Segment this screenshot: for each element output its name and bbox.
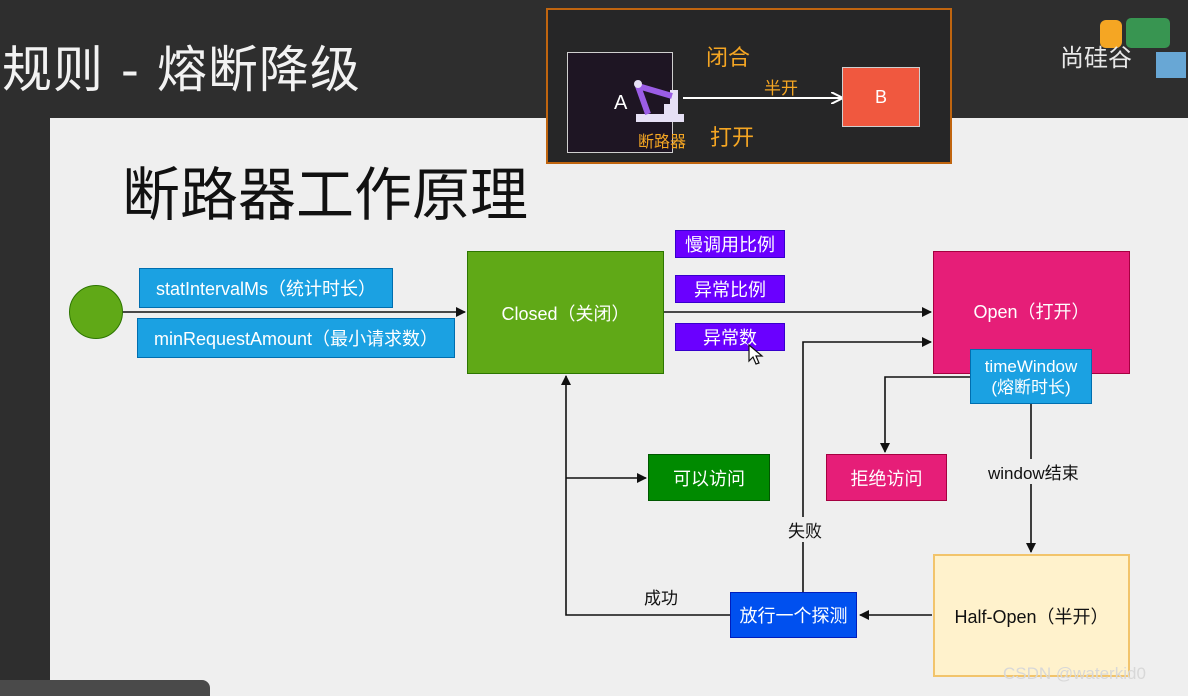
brand-name: 尚硅谷 <box>1060 44 1132 72</box>
reject-box: 拒绝访问 <box>826 454 947 501</box>
inset-node-b: B <box>842 67 920 127</box>
stat-interval-box: statIntervalMs（统计时长） <box>139 268 393 308</box>
page-title: 规则 - 熔断降级 <box>2 41 361 99</box>
allow-box: 可以访问 <box>648 454 770 501</box>
edge-open-reject <box>880 376 970 453</box>
edge-probe-closed <box>561 375 730 616</box>
edge-probe-open <box>802 337 932 592</box>
inset-label-open: 打开 <box>710 125 755 150</box>
inset-label-half-open: 半开 <box>764 79 798 98</box>
breaker-icon <box>632 70 688 130</box>
half-open-state: Half-Open（半开） <box>933 554 1130 677</box>
time-window-desc: (熔断时长) <box>991 377 1071 397</box>
slow-ratio-box: 慢调用比例 <box>675 230 785 258</box>
start-node <box>69 285 123 339</box>
inset-video-overlay: A 断路器 闭合 半开 打开 B <box>546 8 952 164</box>
error-ratio-box: 异常比例 <box>675 275 785 303</box>
inset-arrow <box>683 10 950 162</box>
min-request-box: minRequestAmount（最小请求数） <box>137 318 455 358</box>
probe-box: 放行一个探测 <box>730 592 857 638</box>
player-control-bar[interactable] <box>0 680 210 696</box>
inset-label-b: B <box>874 86 887 107</box>
edge-label-window-end: window结束 <box>986 459 1081 484</box>
time-window-label: timeWindow <box>984 356 1078 376</box>
error-count-box: 异常数 <box>675 323 785 351</box>
watermark: CSDN @waterkid0 <box>1003 664 1146 683</box>
slide-title: 断路器工作原理 <box>122 161 529 229</box>
brand-logo <box>1098 12 1188 80</box>
edge-label-success: 成功 <box>642 584 680 609</box>
inset-node-a <box>567 52 673 153</box>
time-window-box: timeWindow (熔断时长) <box>970 349 1092 404</box>
closed-state: Closed（关闭） <box>467 251 664 374</box>
edge-label-fail: 失败 <box>786 517 824 542</box>
mouse-cursor-icon <box>748 343 764 370</box>
inset-label-a: A <box>614 92 628 114</box>
inset-label-closed: 闭合 <box>706 45 751 70</box>
inset-label-breaker: 断路器 <box>638 134 687 151</box>
